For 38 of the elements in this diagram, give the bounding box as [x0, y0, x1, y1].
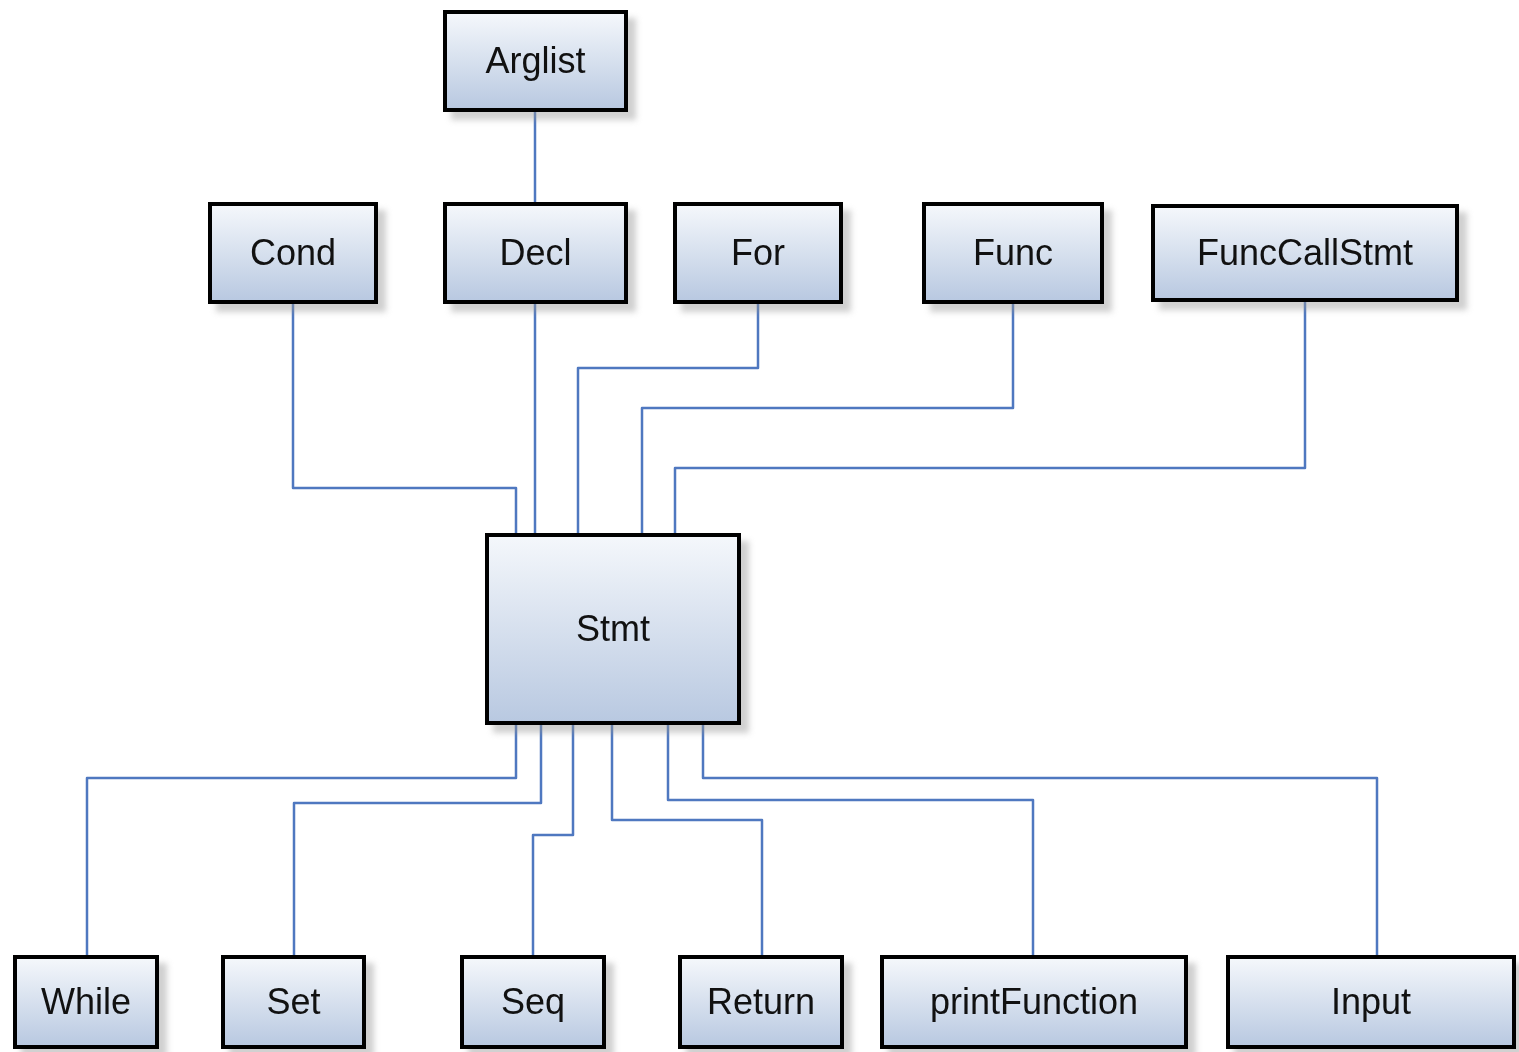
node-label: Return	[706, 981, 816, 1023]
process-box	[221, 955, 366, 1049]
process-box	[208, 202, 378, 304]
connector-line	[292, 725, 543, 955]
node-label: Set	[266, 981, 321, 1023]
process-box	[1226, 955, 1516, 1049]
node-label: Decl	[499, 232, 572, 274]
node-label: Input	[1330, 981, 1412, 1023]
connector-line	[640, 304, 1015, 533]
process-box	[485, 533, 741, 725]
connector-line	[701, 725, 1379, 955]
node-label: Func	[972, 232, 1053, 274]
node-label: Stmt	[576, 608, 650, 650]
process-box	[443, 10, 628, 112]
node-label: Cond	[249, 232, 337, 274]
connector-line	[533, 112, 537, 202]
connector-line	[576, 304, 760, 533]
process-box	[1151, 204, 1459, 302]
process-box	[880, 955, 1188, 1049]
node-label: Seq	[500, 981, 566, 1023]
node-label: printFunction	[929, 981, 1139, 1023]
connector-line	[291, 304, 518, 533]
connector-line	[666, 725, 1035, 955]
node-label: For	[731, 232, 785, 274]
node-label: FuncCallStmt	[1196, 232, 1414, 274]
connector-line	[533, 304, 537, 533]
process-box	[443, 202, 628, 304]
connector-line	[673, 302, 1307, 533]
process-box	[673, 202, 843, 304]
connector-line	[610, 725, 764, 955]
process-box	[922, 202, 1104, 304]
node-label: Arglist	[485, 40, 586, 82]
process-box	[678, 955, 844, 1049]
connector-line	[531, 725, 575, 955]
process-box	[13, 955, 159, 1049]
process-box	[460, 955, 606, 1049]
connector-line	[85, 725, 518, 955]
node-label: While	[41, 981, 131, 1023]
